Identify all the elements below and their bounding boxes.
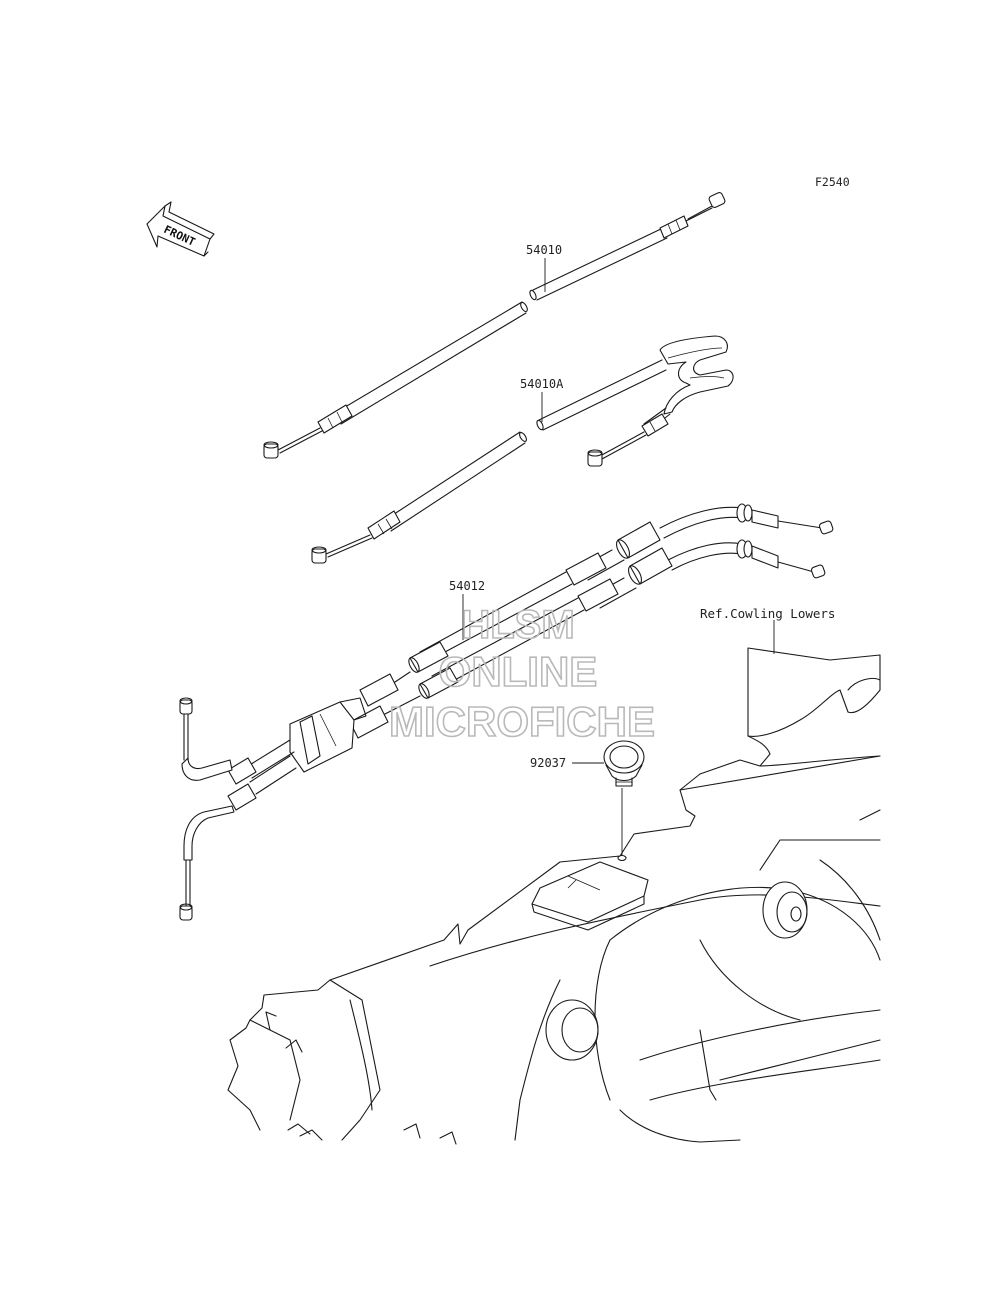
watermark-line-2: ONLINE (439, 648, 598, 695)
front-arrow-icon: FRONT (146, 201, 215, 257)
watermark: HLSM ONLINE MICROFICHE (388, 602, 656, 746)
frame-cowling-outline (227, 647, 881, 1145)
grommet-92037 (603, 740, 645, 787)
throttle-cable-54010 (263, 192, 726, 459)
part-number-54010: 54010 (526, 243, 562, 257)
watermark-line-3: MICROFICHE (389, 698, 655, 745)
part-number-92037: 92037 (530, 756, 566, 770)
watermark-line-1: HLSM (461, 603, 574, 647)
part-number-54012: 54012 (449, 579, 485, 593)
reference-note: Ref.Cowling Lowers (700, 606, 835, 621)
figure-code: F2540 (815, 175, 850, 189)
part-number-54010a: 54010A (520, 377, 564, 391)
throttle-cable-54010a (311, 335, 734, 564)
throttle-cable-54012 (179, 503, 834, 921)
